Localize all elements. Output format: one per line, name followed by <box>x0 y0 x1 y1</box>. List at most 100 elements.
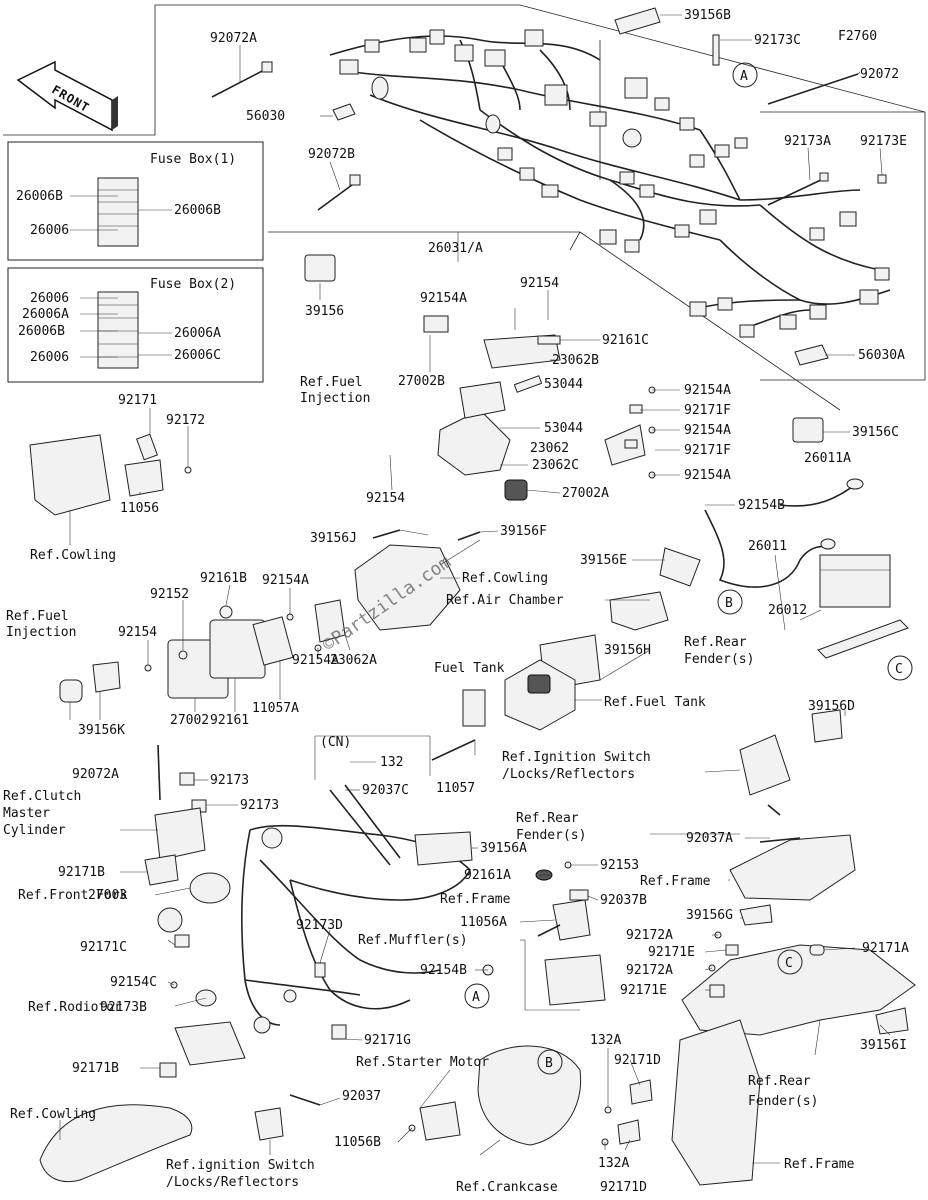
part-39156I: 39156I <box>860 1038 907 1053</box>
part-11057: 11057 <box>436 781 475 796</box>
part-92171B-1: 92171B <box>58 865 105 880</box>
part-11056B: 11056B <box>334 1135 381 1150</box>
part-92154-c: 92154 <box>118 625 157 640</box>
part-92154A-3: 92154A <box>684 423 731 438</box>
fuse-box-2-title: Fuse Box(2) <box>150 277 236 292</box>
part-39156E: 39156E <box>580 553 627 568</box>
part-92171E-2: 92171E <box>620 983 667 998</box>
ref-ignition-1: Ref.Ignition Switch/Locks/Reflectors <box>502 750 651 782</box>
part-39156J: 39156J <box>310 531 357 546</box>
ref-cowling-2: Ref.Cowling <box>462 571 548 586</box>
part-27002: 27002 <box>170 713 209 728</box>
ref-front-fork: Ref.Front Fork <box>18 888 128 903</box>
ref-fuel-tank: Ref.Fuel Tank <box>604 695 706 710</box>
ref-cowling-1: Ref.Cowling <box>30 548 116 563</box>
part-39156: 39156 <box>305 304 344 319</box>
part-92154B-1: 92154B <box>738 498 785 513</box>
part-92171F-1: 92171F <box>684 403 731 418</box>
part-92072A: 92072A <box>210 31 257 46</box>
fuse-box-1: Fuse Box(1) 26006B 26006B 26006 <box>7 141 264 261</box>
part-132: 132 <box>380 755 403 770</box>
part-39156B: 39156B <box>684 8 731 23</box>
fuse-box-2-label-3: 26006B <box>18 324 65 339</box>
front-arrow: FRONT <box>16 60 118 132</box>
part-92154A-5: 92154A <box>262 573 309 588</box>
ref-air-chamber: Ref.Air Chamber <box>446 593 564 608</box>
ref-frame-3: Ref.Frame <box>784 1157 855 1172</box>
part-92171D-1: 92171D <box>614 1053 661 1068</box>
part-92037B: 92037B <box>600 893 647 908</box>
part-92173-a: 92173 <box>210 773 249 788</box>
part-92171A: 92171A <box>862 941 909 956</box>
part-92172A-1: 92172A <box>626 928 673 943</box>
part-92037C: 92037C <box>362 783 409 798</box>
part-56030A: 56030A <box>858 348 905 363</box>
part-92173D: 92173D <box>296 918 343 933</box>
part-92173-b: 92173 <box>240 798 279 813</box>
part-26011A: 26011A <box>804 451 851 466</box>
part-92072B: 92072B <box>308 147 355 162</box>
fuse-box-2-label-4: 26006 <box>30 350 69 365</box>
part-39156G: 39156G <box>686 908 733 923</box>
part-132A-2: 132A <box>598 1156 629 1171</box>
part-92171G: 92171G <box>364 1033 411 1048</box>
cn-label: (CN) <box>320 735 351 750</box>
part-92154C: 92154C <box>110 975 157 990</box>
part-92161: 92161 <box>210 713 249 728</box>
fuse-box-2-label-6: 26006C <box>174 348 221 363</box>
part-F2760: F2760 <box>838 29 877 44</box>
part-92161B: 92161B <box>200 571 247 586</box>
part-92171D-2: 92171D <box>600 1180 647 1195</box>
ref-ignition-2: Ref.ignition Switch/Locks/Reflectors <box>166 1158 315 1190</box>
part-27003: 27003 <box>88 888 127 903</box>
part-92037A: 92037A <box>686 831 733 846</box>
part-92072: 92072 <box>860 67 899 82</box>
part-92173A: 92173A <box>784 134 831 149</box>
small-parts <box>29 7 916 1186</box>
part-23062: 23062 <box>530 441 569 456</box>
part-92171C: 92171C <box>80 940 127 955</box>
callout-a-top: A <box>740 69 748 84</box>
leader-lines <box>59 14 891 1164</box>
part-92173C: 92173C <box>754 33 801 48</box>
part-92173B: 92173B <box>100 1000 147 1015</box>
part-23062C: 23062C <box>532 458 579 473</box>
fuse-box-2-label-2: 26006A <box>22 307 69 322</box>
fuse-box-1-label-3: 26006 <box>30 223 69 238</box>
part-27002A: 27002A <box>562 486 609 501</box>
part-11057A: 11057A <box>252 701 299 716</box>
callout-b-bottom: B <box>545 1056 553 1071</box>
callout-a-bottom: A <box>472 990 480 1005</box>
callout-b-right: B <box>725 596 733 611</box>
ref-radiator: Ref.Rodiotor <box>28 1000 122 1015</box>
ref-frame-1: Ref.Frame <box>640 874 711 889</box>
part-92154A-1: 92154A <box>420 291 467 306</box>
part-92161C: 92161C <box>602 333 649 348</box>
part-92037: 92037 <box>342 1089 381 1104</box>
ref-fuel-tank-label: Fuel Tank <box>434 661 505 676</box>
ref-frame-2: Ref.Frame <box>440 892 511 907</box>
part-26012: 26012 <box>768 603 807 618</box>
part-92152: 92152 <box>150 587 189 602</box>
fuse-box-1-title: Fuse Box(1) <box>150 152 236 167</box>
fuse-box-1-label-1: 26006B <box>16 189 63 204</box>
part-92171E-1: 92171E <box>648 945 695 960</box>
part-26011: 26011 <box>748 539 787 554</box>
part-53044-a: 53044 <box>544 377 583 392</box>
ref-mufflers: Ref.Muffler(s) <box>358 933 468 948</box>
part-23062A: 23062A <box>330 653 377 668</box>
part-39156D: 39156D <box>808 699 855 714</box>
part-92153: 92153 <box>600 858 639 873</box>
part-92154-b: 92154 <box>366 491 405 506</box>
part-92154A-6: 92154A <box>292 653 339 668</box>
part-92161A: 92161A <box>464 868 511 883</box>
part-39156H: 39156H <box>604 643 651 658</box>
part-56030: 56030 <box>246 109 285 124</box>
part-53044-b: 53044 <box>544 421 583 436</box>
part-27002B: 27002B <box>398 374 445 389</box>
fuse-box-2-label-5: 26006A <box>174 326 221 341</box>
